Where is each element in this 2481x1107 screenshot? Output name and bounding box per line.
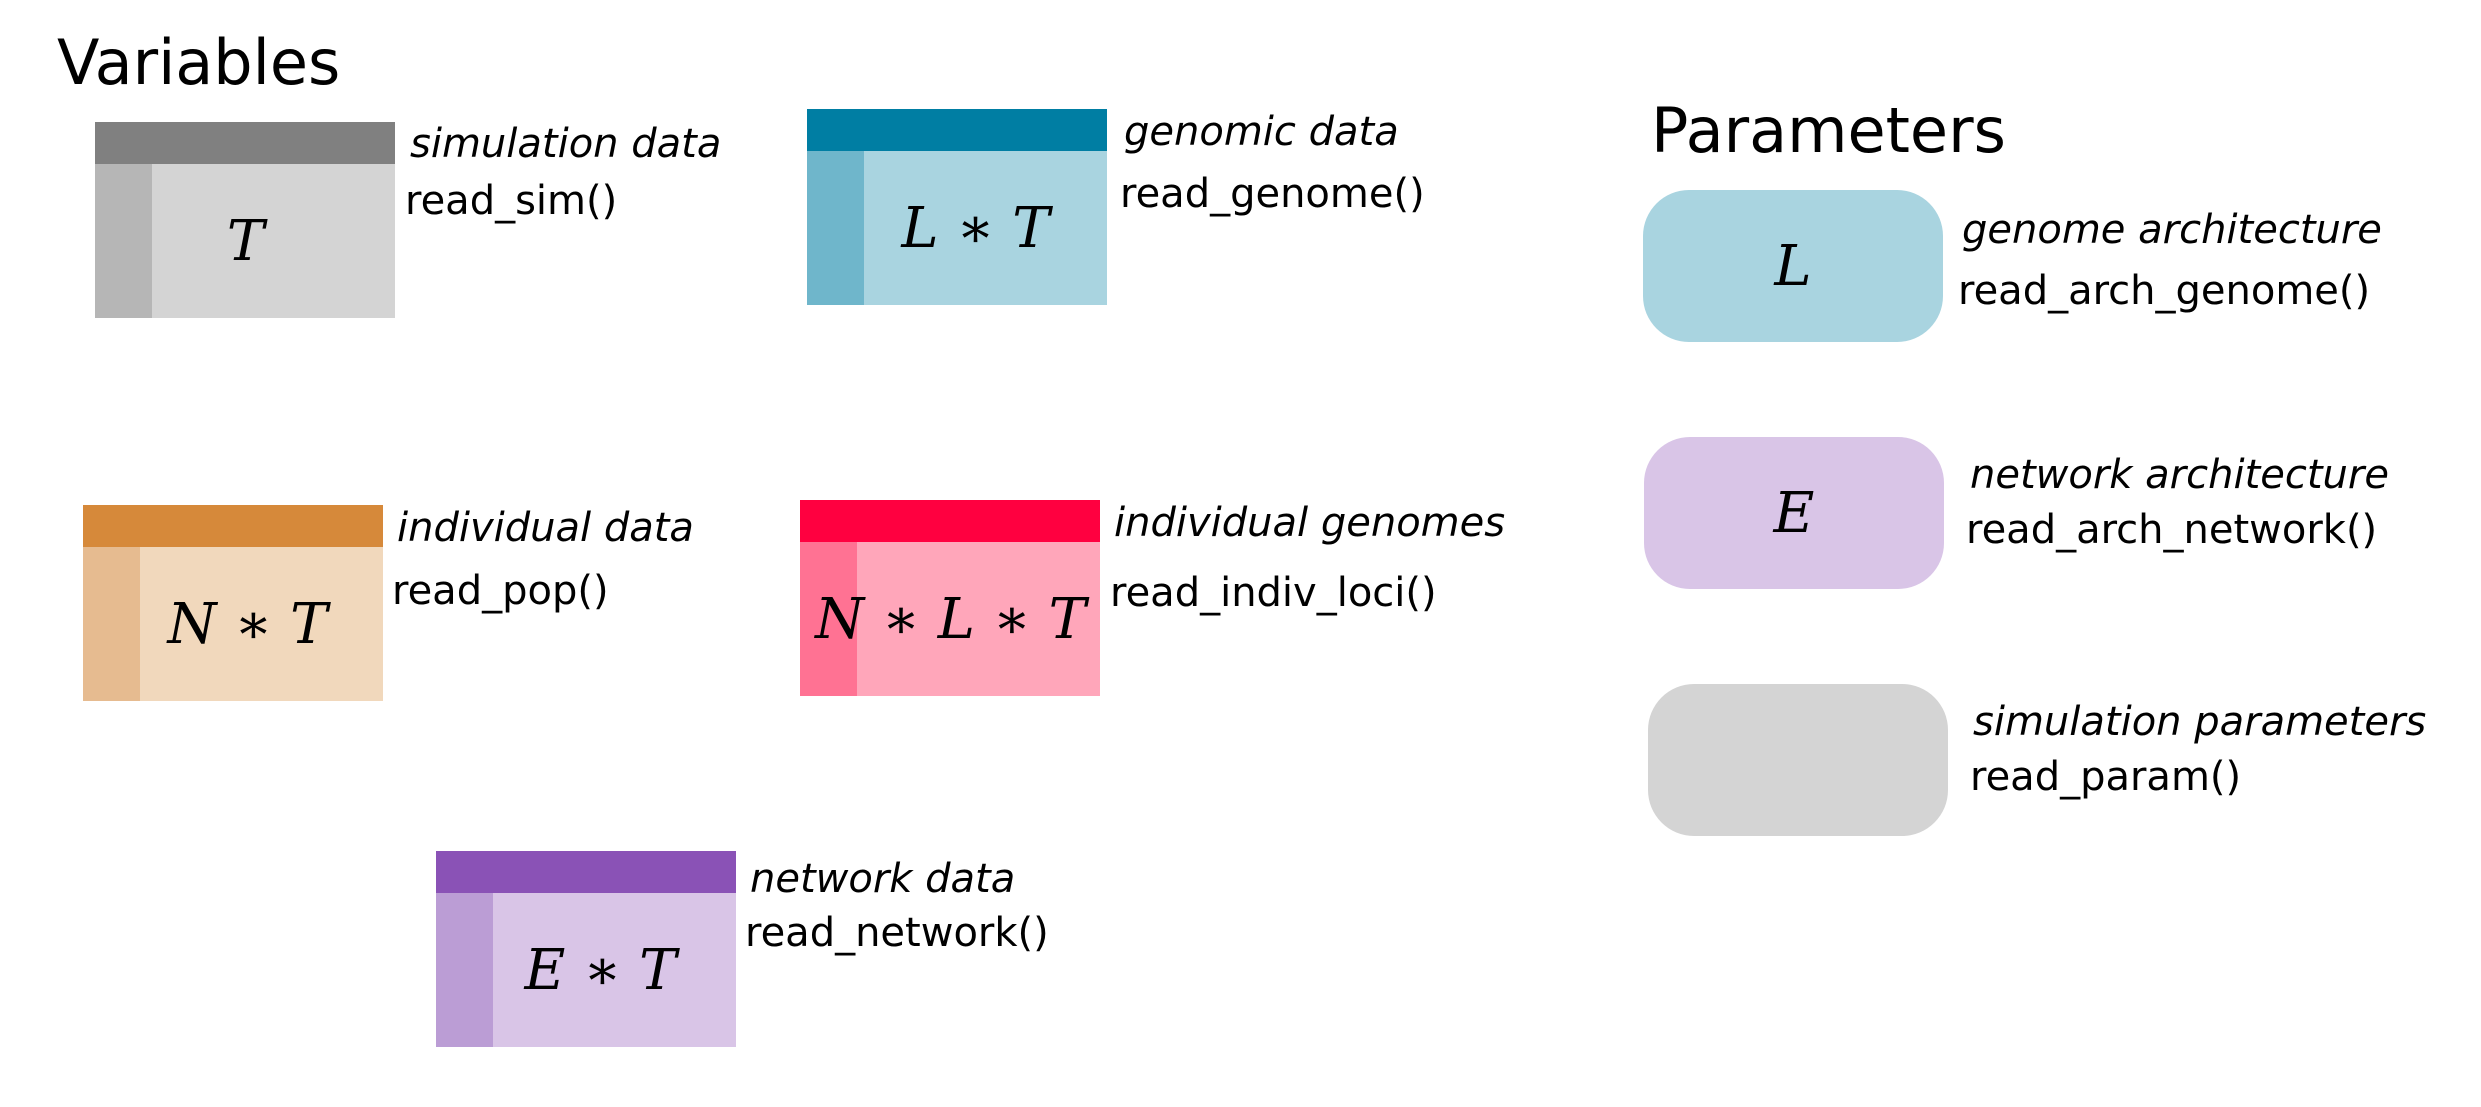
variables-title: Variables	[57, 26, 341, 99]
individual-genomes-table: N ∗ L ∗ T	[800, 500, 1100, 696]
table-body: T	[152, 164, 395, 318]
simulation-parameters-caption: simulation parameters	[1973, 699, 2427, 745]
table-header	[95, 122, 395, 164]
individual-data-caption: individual data	[397, 505, 694, 551]
table-header	[800, 500, 1100, 542]
table-header	[83, 505, 383, 547]
table-symbol: T	[226, 208, 265, 274]
individual-genomes-caption: individual genomes	[1114, 500, 1506, 546]
table-index-column	[95, 164, 152, 318]
read-arch-genome-function: read_arch_genome()	[1958, 268, 2371, 314]
network-data-caption: network data	[750, 856, 1016, 902]
table-symbol: L ∗ T	[901, 195, 1050, 261]
simulation-data-caption: simulation data	[410, 121, 722, 167]
table-header	[807, 109, 1107, 151]
network-architecture-box: E	[1644, 437, 1944, 589]
table-index-column	[83, 547, 140, 701]
read-param-function: read_param()	[1970, 754, 2242, 800]
table-body: E ∗ T	[493, 893, 736, 1047]
network-data-table: E ∗ T	[436, 851, 736, 1047]
table-index-column	[800, 542, 857, 696]
table-header	[436, 851, 736, 893]
genome-architecture-box: L	[1643, 190, 1943, 342]
genomic-data-caption: genomic data	[1124, 109, 1399, 155]
param-symbol: E	[1773, 480, 1815, 546]
table-body: N ∗ T	[140, 547, 383, 701]
read-network-function: read_network()	[745, 910, 1049, 956]
table-body: N ∗ L ∗ T	[815, 542, 1100, 696]
individual-data-table: N ∗ T	[83, 505, 383, 701]
table-symbol: E ∗ T	[524, 937, 677, 1003]
network-architecture-caption: network architecture	[1970, 452, 2389, 498]
read-arch-network-function: read_arch_network()	[1966, 507, 2378, 553]
simulation-data-table: T	[95, 122, 395, 318]
read-genome-function: read_genome()	[1120, 171, 1425, 217]
read-sim-function: read_sim()	[405, 178, 618, 224]
simulation-parameters-box	[1648, 684, 1948, 836]
genomic-data-table: L ∗ T	[807, 109, 1107, 305]
read-pop-function: read_pop()	[392, 568, 609, 614]
table-symbol: N ∗ L ∗ T	[815, 586, 1086, 652]
genome-architecture-caption: genome architecture	[1962, 207, 2382, 253]
table-body: L ∗ T	[864, 151, 1107, 305]
table-index-column	[436, 893, 493, 1047]
parameters-title: Parameters	[1651, 94, 2006, 167]
read-indiv-loci-function: read_indiv_loci()	[1110, 570, 1437, 616]
table-symbol: N ∗ T	[167, 591, 328, 657]
table-index-column	[807, 151, 864, 305]
param-symbol: L	[1774, 233, 1812, 299]
